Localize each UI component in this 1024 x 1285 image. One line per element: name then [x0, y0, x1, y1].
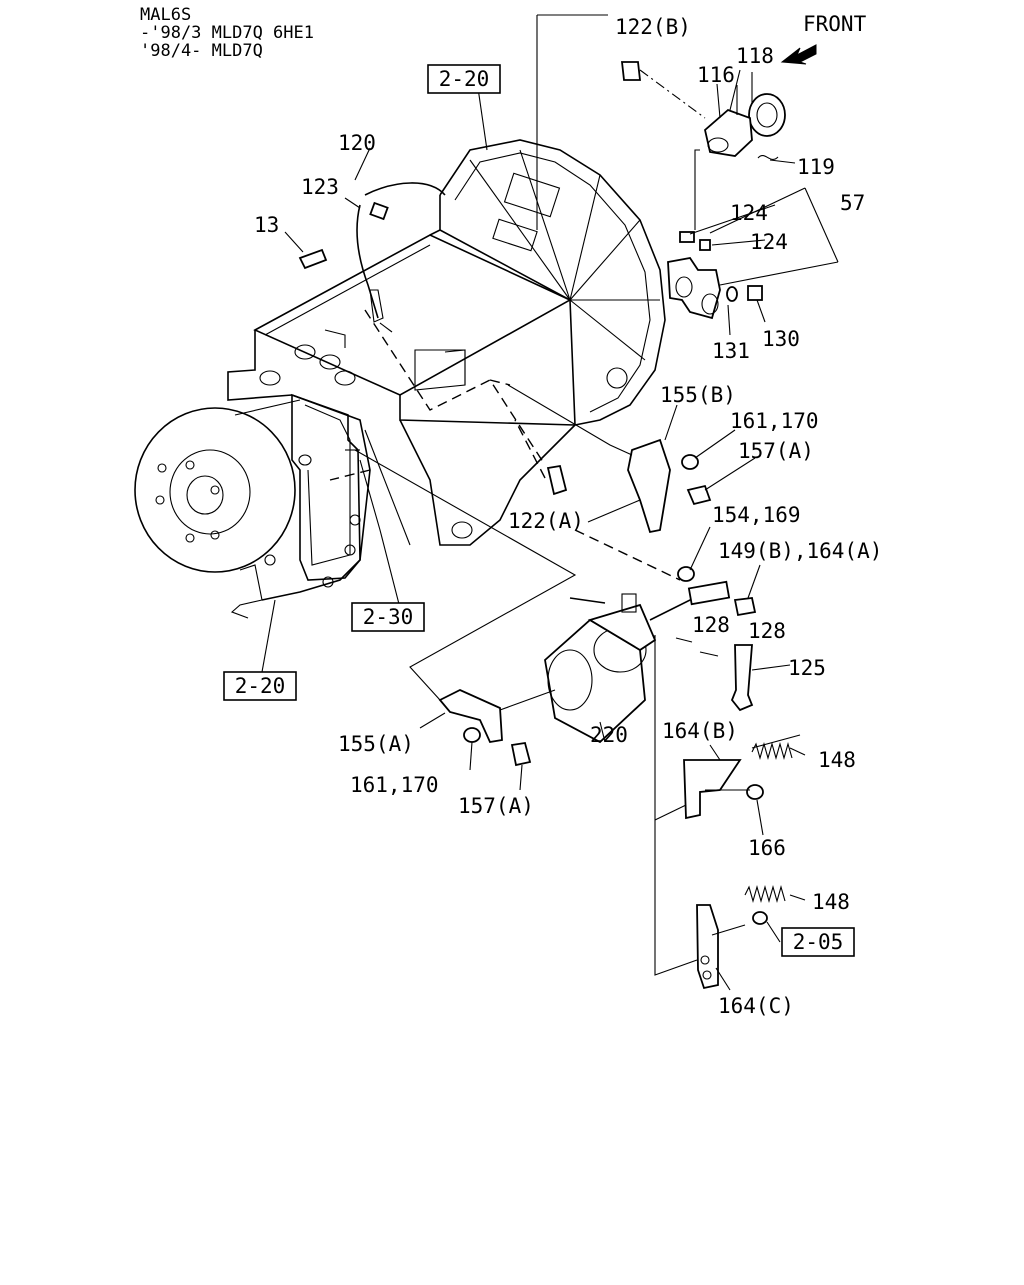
rod-end-154 [687, 580, 731, 606]
transmission-assembly [134, 139, 666, 619]
bracket-155a [438, 689, 503, 744]
model-line-1: -'98/3 MLD7Q 6HE1 [140, 23, 314, 43]
callout-161-170-bottom: 161,170 [350, 773, 439, 797]
callout-157a-bottom: 157(A) [458, 794, 534, 818]
callout-164b: 164(B) [662, 719, 738, 743]
bracket-57-assembly [667, 231, 763, 320]
front-label: FRONT [803, 12, 867, 36]
callout-164c: 164(C) [718, 994, 794, 1018]
callout-13: 13 [254, 213, 279, 237]
bracket-57 [667, 257, 721, 320]
fitting-122a [546, 464, 568, 496]
model-header: MAL6S -'98/3 MLD7Q 6HE1 '98/4- MLD7Q [140, 5, 314, 61]
callout-155a: 155(A) [338, 732, 414, 756]
nut-161-170-top [681, 454, 699, 470]
nut-124a [679, 231, 695, 243]
front-indicator: FRONT [780, 12, 867, 65]
callout-128-b: 128 [748, 619, 786, 643]
spring-148b [744, 884, 786, 904]
callout-155b: 155(B) [660, 383, 736, 407]
seal-118 [748, 93, 786, 137]
callout-118: 118 [736, 44, 774, 68]
front-arrow-icon [780, 44, 817, 65]
leader-lines [261, 14, 839, 991]
hose-120 [298, 182, 446, 333]
callout-130: 130 [762, 327, 800, 351]
callout-220: 220 [590, 723, 628, 747]
pin-154-169 [677, 566, 695, 582]
callout-125: 125 [788, 656, 826, 680]
callout-149b-164a: 149(B),164(A) [718, 539, 882, 563]
nut-124b [699, 239, 711, 251]
bolt-122b [620, 61, 642, 81]
clevis-149b [733, 597, 757, 617]
callout-labels: 122(B) 118 116 119 120 123 13 124 124 57… [254, 15, 882, 1018]
lower-brackets [683, 734, 801, 990]
callout-148-b: 148 [812, 890, 850, 914]
sensor-116 [704, 108, 753, 157]
callout-122b: 122(B) [615, 15, 691, 39]
callout-161-170-top: 161,170 [730, 409, 819, 433]
nut-161-170-bottom [463, 727, 481, 743]
ref-2-20-bottom[interactable]: 2-20 [223, 671, 297, 701]
bolt-13 [298, 248, 328, 270]
callout-128-a: 128 [692, 613, 730, 637]
callout-154-169: 154,169 [712, 503, 801, 527]
ref-2-05[interactable]: 2-05 [781, 927, 855, 957]
lever-125 [730, 644, 754, 712]
callout-116: 116 [697, 63, 735, 87]
cylinder-assembly [438, 438, 757, 767]
ref-2-20-bottom-label: 2-20 [235, 674, 286, 698]
callout-166: 166 [748, 836, 786, 860]
sensor-assembly [620, 61, 786, 160]
bracket-164b [683, 759, 742, 820]
bracket-164c [696, 904, 719, 990]
callout-119: 119 [797, 155, 835, 179]
ref-2-30[interactable]: 2-30 [351, 602, 425, 632]
model-code: MAL6S [140, 5, 191, 25]
bracket-155b [627, 438, 671, 534]
spring-148a [751, 734, 801, 749]
nut-2-05 [752, 911, 768, 925]
callout-157a-top: 157(A) [738, 439, 814, 463]
callout-148-a: 148 [818, 748, 856, 772]
callout-120: 120 [338, 131, 376, 155]
washer-131 [726, 286, 738, 302]
model-line-2: '98/4- MLD7Q [140, 41, 263, 61]
bolt-157a-bottom [510, 741, 532, 767]
callout-122a: 122(A) [508, 509, 584, 533]
clip-123 [369, 201, 389, 221]
ref-2-20-top-label: 2-20 [439, 67, 490, 91]
ref-2-05-label: 2-05 [793, 930, 844, 954]
bolt-157a-top [686, 484, 712, 506]
ref-2-20-top[interactable]: 2-20 [427, 64, 501, 94]
callout-131: 131 [712, 339, 750, 363]
bolt-130 [747, 285, 763, 301]
nut-166 [746, 784, 764, 800]
callout-123: 123 [301, 175, 339, 199]
callout-57: 57 [840, 191, 865, 215]
ref-2-30-label: 2-30 [363, 605, 414, 629]
callout-124-b: 124 [750, 230, 788, 254]
callout-124-a: 124 [730, 201, 768, 225]
